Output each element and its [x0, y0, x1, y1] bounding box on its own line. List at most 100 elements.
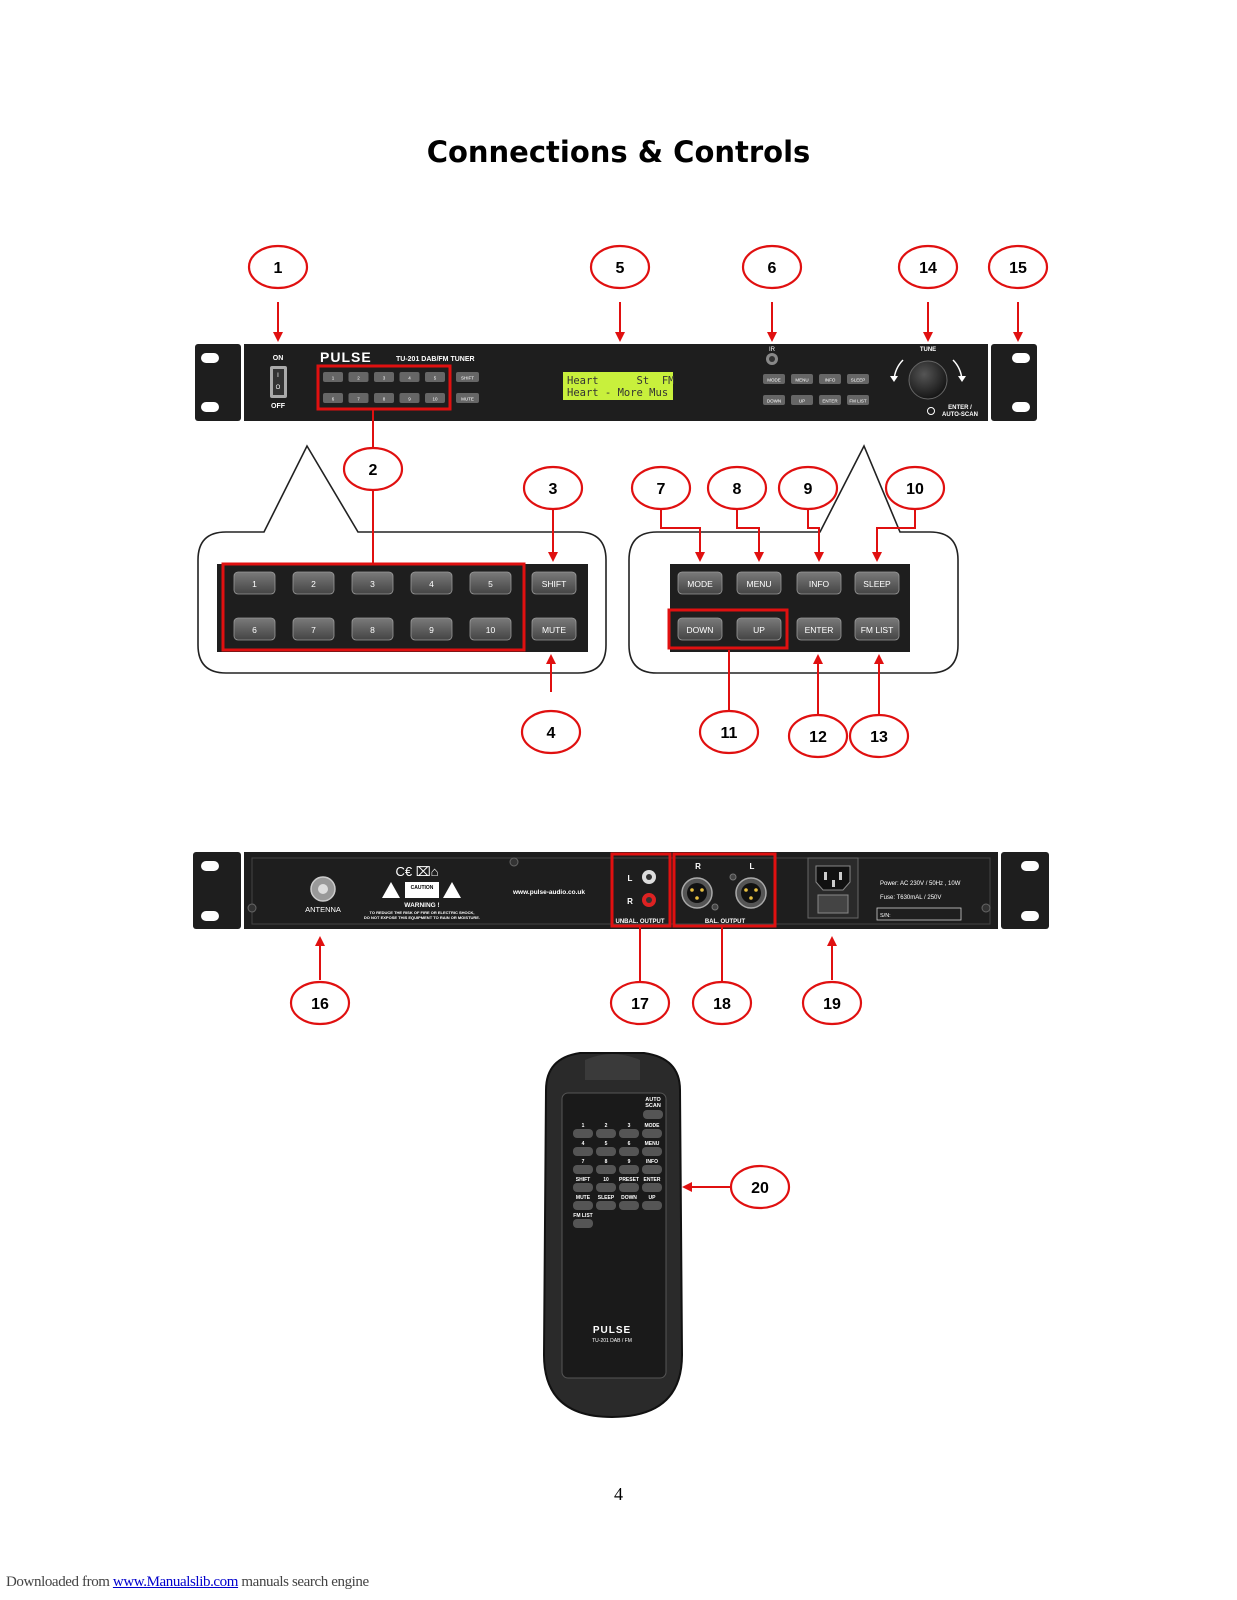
front-mode-button[interactable]: MODE	[763, 374, 785, 384]
svg-text:FM LIST: FM LIST	[861, 625, 894, 635]
front-shift-button[interactable]: SHIFT	[456, 372, 479, 382]
front-mute-button[interactable]: MUTE	[456, 393, 479, 403]
remote-button-1[interactable]	[573, 1129, 593, 1138]
remote-button-enter[interactable]	[642, 1183, 662, 1192]
remote-button-mode[interactable]	[642, 1129, 662, 1138]
zoom-preset-button-6[interactable]: 6	[233, 617, 276, 641]
remote-button-8[interactable]	[596, 1165, 616, 1174]
remote-button-9[interactable]	[619, 1165, 639, 1174]
svg-text:13: 13	[870, 729, 888, 746]
remote-key-label: 6	[628, 1141, 631, 1147]
remote-autoscan-label-2: SCAN	[645, 1103, 661, 1109]
remote-button-preset[interactable]	[619, 1183, 639, 1192]
svg-text:3: 3	[383, 376, 386, 381]
front-preset-button-6[interactable]: 6	[323, 393, 343, 403]
zoom-preset-button-7[interactable]: 7	[292, 617, 335, 641]
remote-autoscan-button[interactable]	[643, 1110, 663, 1119]
front-menu-button[interactable]: MENU	[791, 374, 813, 384]
brand-logo: PULSE	[320, 349, 372, 365]
front-preset-button-3[interactable]: 3	[374, 372, 394, 382]
rack-ear-left	[195, 344, 241, 421]
manualslib-link[interactable]: www.Manualslib.com	[112, 1574, 239, 1590]
remote-button-up[interactable]	[642, 1201, 662, 1210]
svg-text:14: 14	[919, 260, 937, 277]
remote-key-label: 5	[605, 1141, 608, 1147]
front-preset-button-5[interactable]: 5	[425, 372, 445, 382]
callout-15: 15	[987, 244, 1049, 290]
svg-text:INFO: INFO	[809, 579, 830, 589]
front-preset-button-9[interactable]: 9	[399, 393, 420, 403]
svg-text:DOWN: DOWN	[767, 399, 781, 404]
zoom-preset-button-9[interactable]: 9	[410, 617, 453, 641]
remote-button-2[interactable]	[596, 1129, 616, 1138]
zoom-left-panel	[217, 564, 588, 652]
zoom-fmlist-button[interactable]: FM LIST	[854, 617, 900, 641]
zoom-preset-button-10[interactable]: 10	[469, 617, 512, 641]
front-preset-button-7[interactable]: 7	[348, 393, 369, 403]
zoom-preset-button-4[interactable]: 4	[410, 571, 453, 595]
remote-key-label: 10	[603, 1177, 609, 1183]
front-preset-button-2[interactable]: 2	[348, 372, 369, 382]
remote-button-sleep[interactable]	[596, 1201, 616, 1210]
zoom-preset-button-8[interactable]: 8	[351, 617, 394, 641]
front-info-button[interactable]: INFO	[819, 374, 841, 384]
front-enter-button[interactable]: ENTER	[819, 395, 841, 405]
callout-5: 5	[589, 244, 651, 290]
front-preset-button-10[interactable]: 10	[425, 393, 445, 403]
front-up-button[interactable]: UP	[791, 395, 813, 405]
remote-button-7[interactable]	[573, 1165, 593, 1174]
front-preset-button-4[interactable]: 4	[399, 372, 420, 382]
svg-text:2: 2	[369, 462, 378, 479]
zoom-down-button[interactable]: DOWN	[677, 617, 723, 641]
remote-key-label: 3	[628, 1123, 631, 1129]
remote-button-5[interactable]	[596, 1147, 616, 1156]
remote-face	[561, 1092, 667, 1379]
tune-knob[interactable]	[908, 360, 948, 400]
zoom-menu-button[interactable]: MENU	[736, 571, 782, 595]
remote-key-label: 9	[628, 1159, 631, 1165]
zoom-right: MODE MENU INFO SLEEP DOWN UP ENTER FM LI…	[628, 444, 959, 674]
zoom-preset-button-5[interactable]: 5	[469, 571, 512, 595]
remote-button-3[interactable]	[619, 1129, 639, 1138]
callout-8: 8	[706, 465, 768, 511]
remote-button-down[interactable]	[619, 1201, 639, 1210]
svg-text:2: 2	[311, 579, 316, 589]
zoom-preset-button-2[interactable]: 2	[292, 571, 335, 595]
svg-text:20: 20	[751, 1180, 769, 1197]
front-down-button[interactable]: DOWN	[763, 395, 785, 405]
zoom-enter-button[interactable]: ENTER	[796, 617, 842, 641]
page-number: 4	[614, 1484, 623, 1504]
front-fmlist-button[interactable]: FM LIST	[847, 395, 869, 405]
unbal-l-label: L	[628, 874, 633, 883]
remote-key-label: INFO	[646, 1159, 658, 1165]
remote-key-label: MODE	[645, 1123, 661, 1129]
zoom-sleep-button[interactable]: SLEEP	[854, 571, 900, 595]
svg-text:8: 8	[383, 397, 386, 402]
zoom-shift-button[interactable]: SHIFT	[531, 571, 577, 595]
remote-button-10[interactable]	[596, 1183, 616, 1192]
remote-button-mute[interactable]	[573, 1201, 593, 1210]
zoom-preset-button-1[interactable]: 1	[233, 571, 276, 595]
remote-button-menu[interactable]	[642, 1147, 662, 1156]
callout-6: 6	[741, 244, 803, 290]
zoom-mode-button[interactable]: MODE	[677, 571, 723, 595]
svg-text:16: 16	[311, 996, 329, 1013]
zoom-up-button[interactable]: UP	[736, 617, 782, 641]
remote-button-fm-list[interactable]	[573, 1219, 593, 1228]
zoom-info-button[interactable]: INFO	[796, 571, 842, 595]
remote-key-label: 2	[605, 1123, 608, 1129]
front-preset-button-1[interactable]: 1	[323, 372, 343, 382]
zoom-preset-button-3[interactable]: 3	[351, 571, 394, 595]
svg-text:6: 6	[332, 397, 335, 402]
bal-output-label: BAL. OUTPUT	[705, 919, 746, 925]
remote-button-4[interactable]	[573, 1147, 593, 1156]
svg-text:SLEEP: SLEEP	[851, 378, 866, 383]
front-preset-button-8[interactable]: 8	[374, 393, 394, 403]
front-sleep-button[interactable]: SLEEP	[847, 374, 869, 384]
remote-button-6[interactable]	[619, 1147, 639, 1156]
remote-button-shift[interactable]	[573, 1183, 593, 1192]
zoom-mute-button[interactable]: MUTE	[531, 617, 577, 641]
remote-button-info[interactable]	[642, 1165, 662, 1174]
warning-text-2: DO NOT EXPOSE THIS EQUIPMENT TO RAIN OR …	[364, 915, 480, 920]
